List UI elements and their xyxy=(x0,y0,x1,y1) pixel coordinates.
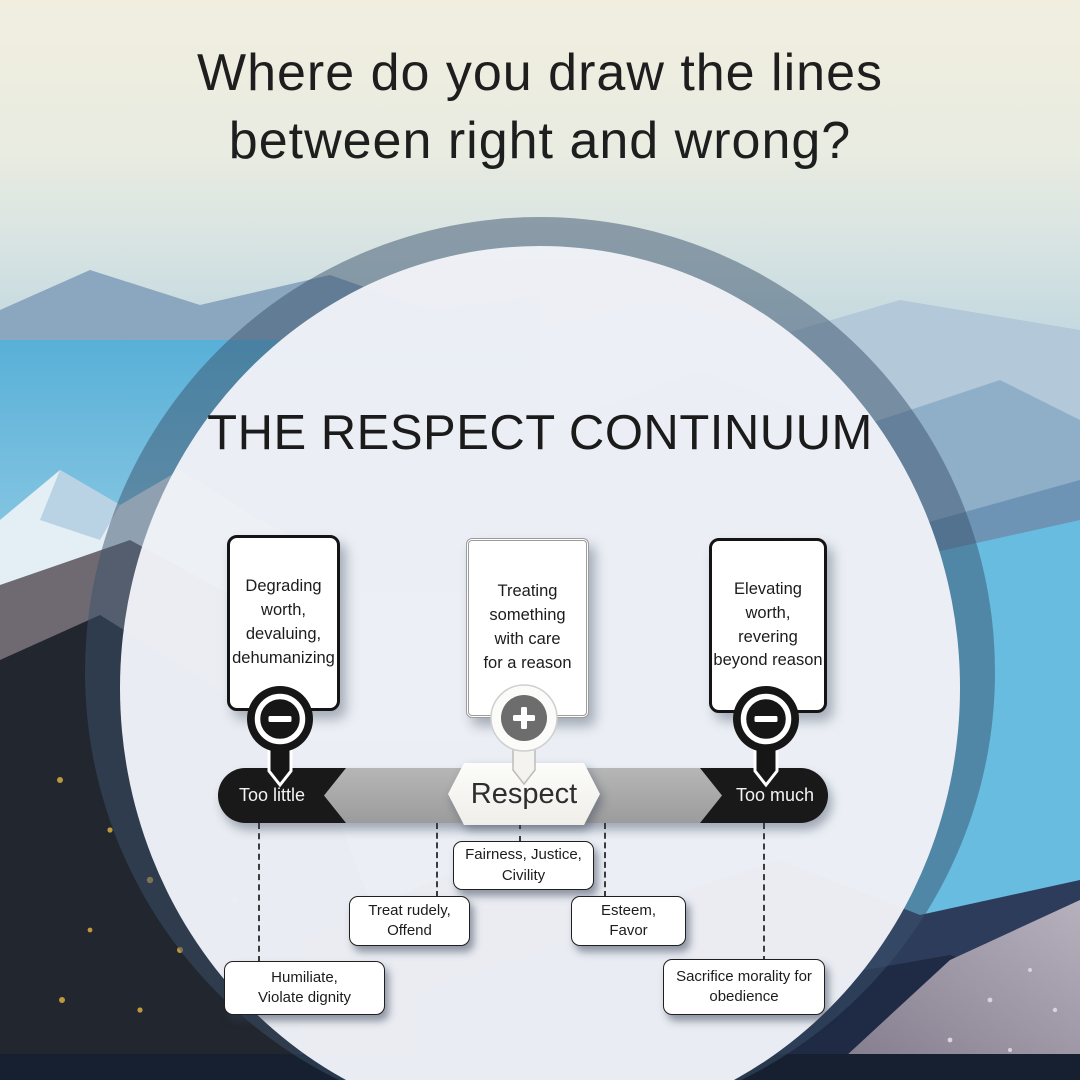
card-too-much: Elevating worth, revering beyond reason xyxy=(709,538,827,713)
card-too-little: Degrading worth, devaluing, dehumanizing xyxy=(227,535,340,711)
connector-line xyxy=(763,823,765,962)
connector-line xyxy=(604,823,606,897)
outcome-humiliate-text: Humiliate, Violate dignity xyxy=(257,968,352,1006)
minus-icon xyxy=(247,686,313,788)
connector-line xyxy=(519,823,521,842)
connector-line xyxy=(436,823,438,897)
card-too-little-text: Degrading worth, devaluing, dehumanizing xyxy=(232,577,335,667)
outcome-box-humiliate: Humiliate, Violate dignity xyxy=(224,961,385,1015)
plus-icon xyxy=(490,684,558,786)
outcome-box-esteem: Esteem, Favor xyxy=(571,896,686,946)
connector-line xyxy=(258,823,260,962)
outcome-box-sacrifice: Sacrifice morality for obedience xyxy=(663,959,825,1015)
page-title: Where do you draw the lines between righ… xyxy=(196,44,883,170)
too-little-label: Too little xyxy=(238,785,306,805)
outcome-esteem-text: Esteem, Favor xyxy=(600,901,657,939)
minus-icon xyxy=(733,686,799,788)
card-respect-text: Treating something with care for a reaso… xyxy=(483,582,572,672)
too-much-label: Too much xyxy=(735,785,815,805)
card-too-much-text: Elevating worth, revering beyond reason xyxy=(713,579,823,670)
outcome-box-fairness: Fairness, Justice, Civility xyxy=(453,841,594,890)
outcome-treat-text: Treat rudely, Offend xyxy=(368,901,451,939)
outcome-box-treat-rudely: Treat rudely, Offend xyxy=(349,896,470,946)
outcome-sacrifice-text: Sacrifice morality for obedience xyxy=(676,967,812,1005)
outcome-fairness-text: Fairness, Justice, Civility xyxy=(465,846,582,884)
diagram-title: THE RESPECT CONTINUUM xyxy=(207,406,873,460)
